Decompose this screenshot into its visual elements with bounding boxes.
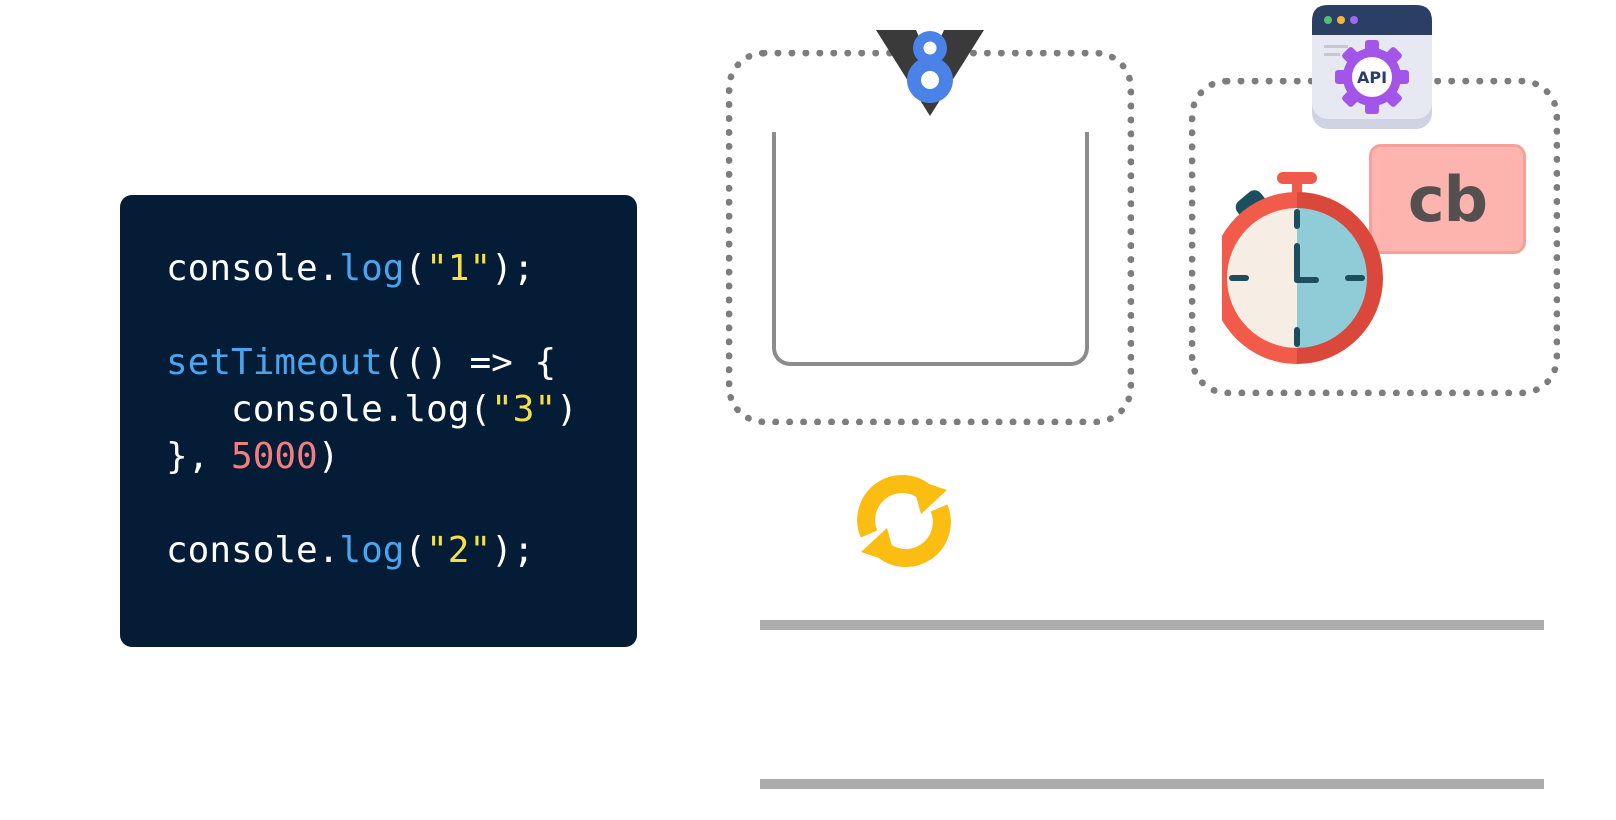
callback-badge-inner <box>1380 155 1515 243</box>
api-gear-icon: API <box>1312 5 1432 129</box>
code-line: setTimeout(() => { <box>166 339 578 386</box>
code-token: ( <box>404 530 427 571</box>
callback-queue-top-line <box>760 620 1544 630</box>
code-token: log <box>339 248 405 289</box>
code-token: console. <box>166 248 340 289</box>
code-token: console. <box>166 530 340 571</box>
code-token: (() => { <box>382 342 557 383</box>
refresh-loop-icon <box>857 475 951 567</box>
code-token: setTimeout <box>166 342 383 383</box>
callback-label: cb <box>1407 163 1488 236</box>
v8-logo-icon <box>876 30 984 116</box>
code-token: ) <box>317 436 340 477</box>
code-token: 5000 <box>231 436 318 477</box>
code-token: ); <box>491 530 535 571</box>
api-label: API <box>1357 68 1387 87</box>
code-token: ); <box>491 248 535 289</box>
call-stack <box>772 132 1089 366</box>
callback-badge: cb <box>1369 144 1526 254</box>
code-panel: console.log("1"); setTimeout(() => { con… <box>120 195 637 647</box>
callback-queue-bottom-line <box>760 779 1544 789</box>
code-token: "3" <box>491 389 557 430</box>
code-line: console.log("2"); <box>166 527 578 574</box>
code-line: console.log("1"); <box>166 245 578 292</box>
code-line: console.log("3") <box>166 386 578 433</box>
code-token: ) <box>556 389 578 430</box>
code-token: }, <box>166 436 232 477</box>
code-line: }, 5000) <box>166 433 578 480</box>
code-line <box>166 292 578 339</box>
code-line <box>166 480 578 527</box>
code-token: log <box>339 530 405 571</box>
code-token: "2" <box>426 530 492 571</box>
stopwatch-icon <box>1222 172 1383 364</box>
code-token: ( <box>404 248 427 289</box>
code-block: console.log("1"); setTimeout(() => { con… <box>166 245 578 574</box>
code-token: "1" <box>426 248 492 289</box>
code-token: console.log( <box>166 389 492 430</box>
